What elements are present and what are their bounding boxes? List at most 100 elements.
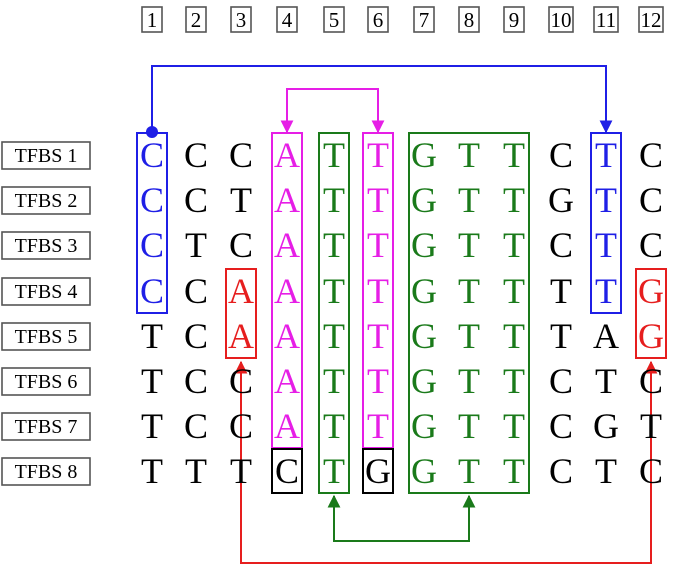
nucleotide: T <box>550 271 572 311</box>
row-label: TFBS 3 <box>15 235 78 257</box>
position-box <box>141 6 163 33</box>
position-box <box>185 6 207 33</box>
row-label: TFBS 7 <box>15 416 78 438</box>
position-label: 5 <box>329 8 340 32</box>
nucleotide: A <box>274 135 300 175</box>
position-label: 7 <box>419 8 430 32</box>
nucleotide: G <box>411 135 437 175</box>
nucleotide: T <box>458 451 480 491</box>
nucleotide: C <box>549 406 573 446</box>
nucleotide: C <box>549 451 573 491</box>
position-label: 10 <box>551 8 572 32</box>
nucleotide: C <box>184 135 208 175</box>
nucleotide: T <box>595 451 617 491</box>
position-label: 4 <box>282 8 293 32</box>
row-label-box <box>1 231 91 260</box>
nucleotide: C <box>184 406 208 446</box>
position-label: 3 <box>236 8 247 32</box>
row-label-box <box>1 141 91 170</box>
position-box <box>638 6 664 33</box>
magenta-link-arrowhead <box>280 120 294 134</box>
nucleotide: T <box>367 361 389 401</box>
nucleotide: A <box>228 316 254 356</box>
nucleotide: T <box>141 316 163 356</box>
nucleotide: T <box>323 406 345 446</box>
green-link-arrowhead <box>327 494 341 508</box>
row-label-box <box>1 186 91 215</box>
link-arrows <box>146 65 658 564</box>
nucleotide: T <box>367 316 389 356</box>
nucleotide: T <box>595 135 617 175</box>
nucleotide: T <box>185 225 207 265</box>
nucleotide: T <box>503 406 525 446</box>
nucleotide: T <box>458 271 480 311</box>
row-label: TFBS 1 <box>15 145 78 167</box>
nucleotide: T <box>503 271 525 311</box>
nucleotide: C <box>229 361 253 401</box>
nucleotide: T <box>503 361 525 401</box>
nucleotide: C <box>229 135 253 175</box>
position-label: 1 <box>147 8 158 32</box>
position-label: 6 <box>373 8 384 32</box>
position-box <box>503 6 525 33</box>
nucleotide: T <box>595 271 617 311</box>
nucleotide: T <box>141 406 163 446</box>
nucleotide: C <box>639 135 663 175</box>
nucleotide: C <box>140 180 164 220</box>
position-box <box>367 6 389 33</box>
nucleotide: T <box>503 451 525 491</box>
row-label-box <box>1 322 91 351</box>
row-label-box <box>1 367 91 396</box>
nucleotide: T <box>503 180 525 220</box>
nucleotide: T <box>503 225 525 265</box>
position-box <box>230 6 252 33</box>
nucleotide: C <box>639 180 663 220</box>
nucleotide: C <box>229 406 253 446</box>
black-highlight-box <box>271 448 303 494</box>
nucleotide: G <box>411 316 437 356</box>
nucleotide: G <box>548 180 574 220</box>
position-box <box>413 6 435 33</box>
row-label: TFBS 8 <box>15 461 78 483</box>
nucleotide: C <box>184 316 208 356</box>
red-highlight-box <box>225 268 257 359</box>
nucleotide: C <box>639 451 663 491</box>
nucleotide: T <box>458 180 480 220</box>
row-label-box <box>1 277 91 306</box>
nucleotide: C <box>639 361 663 401</box>
position-label: 11 <box>596 8 616 32</box>
nucleotide: T <box>367 180 389 220</box>
nucleotide: T <box>595 361 617 401</box>
nucleotide: G <box>411 225 437 265</box>
row-label: TFBS 2 <box>15 190 78 212</box>
nucleotide: T <box>503 135 525 175</box>
nucleotide: T <box>185 451 207 491</box>
nucleotide: G <box>411 271 437 311</box>
position-label: 8 <box>464 8 475 32</box>
nucleotide: C <box>549 361 573 401</box>
row-label: TFBS 4 <box>15 281 78 303</box>
nucleotide: G <box>411 406 437 446</box>
nucleotide: T <box>323 271 345 311</box>
nucleotide: G <box>411 180 437 220</box>
row-label: TFBS 5 <box>15 326 78 348</box>
red-highlight-box <box>635 268 667 359</box>
position-box <box>458 6 480 33</box>
position-box <box>548 6 574 33</box>
green-link-arrow <box>333 494 476 542</box>
green-highlight-box <box>408 132 530 494</box>
nucleotide: T <box>458 406 480 446</box>
nucleotide: T <box>458 316 480 356</box>
nucleotide: T <box>230 451 252 491</box>
nucleotide: G <box>638 316 664 356</box>
nucleotide: T <box>550 316 572 356</box>
nucleotide: A <box>274 316 300 356</box>
nucleotide: G <box>593 406 619 446</box>
nucleotide: T <box>458 225 480 265</box>
nucleotide: T <box>595 225 617 265</box>
nucleotide: A <box>593 316 619 356</box>
nucleotide: T <box>323 180 345 220</box>
nucleotide: T <box>367 406 389 446</box>
